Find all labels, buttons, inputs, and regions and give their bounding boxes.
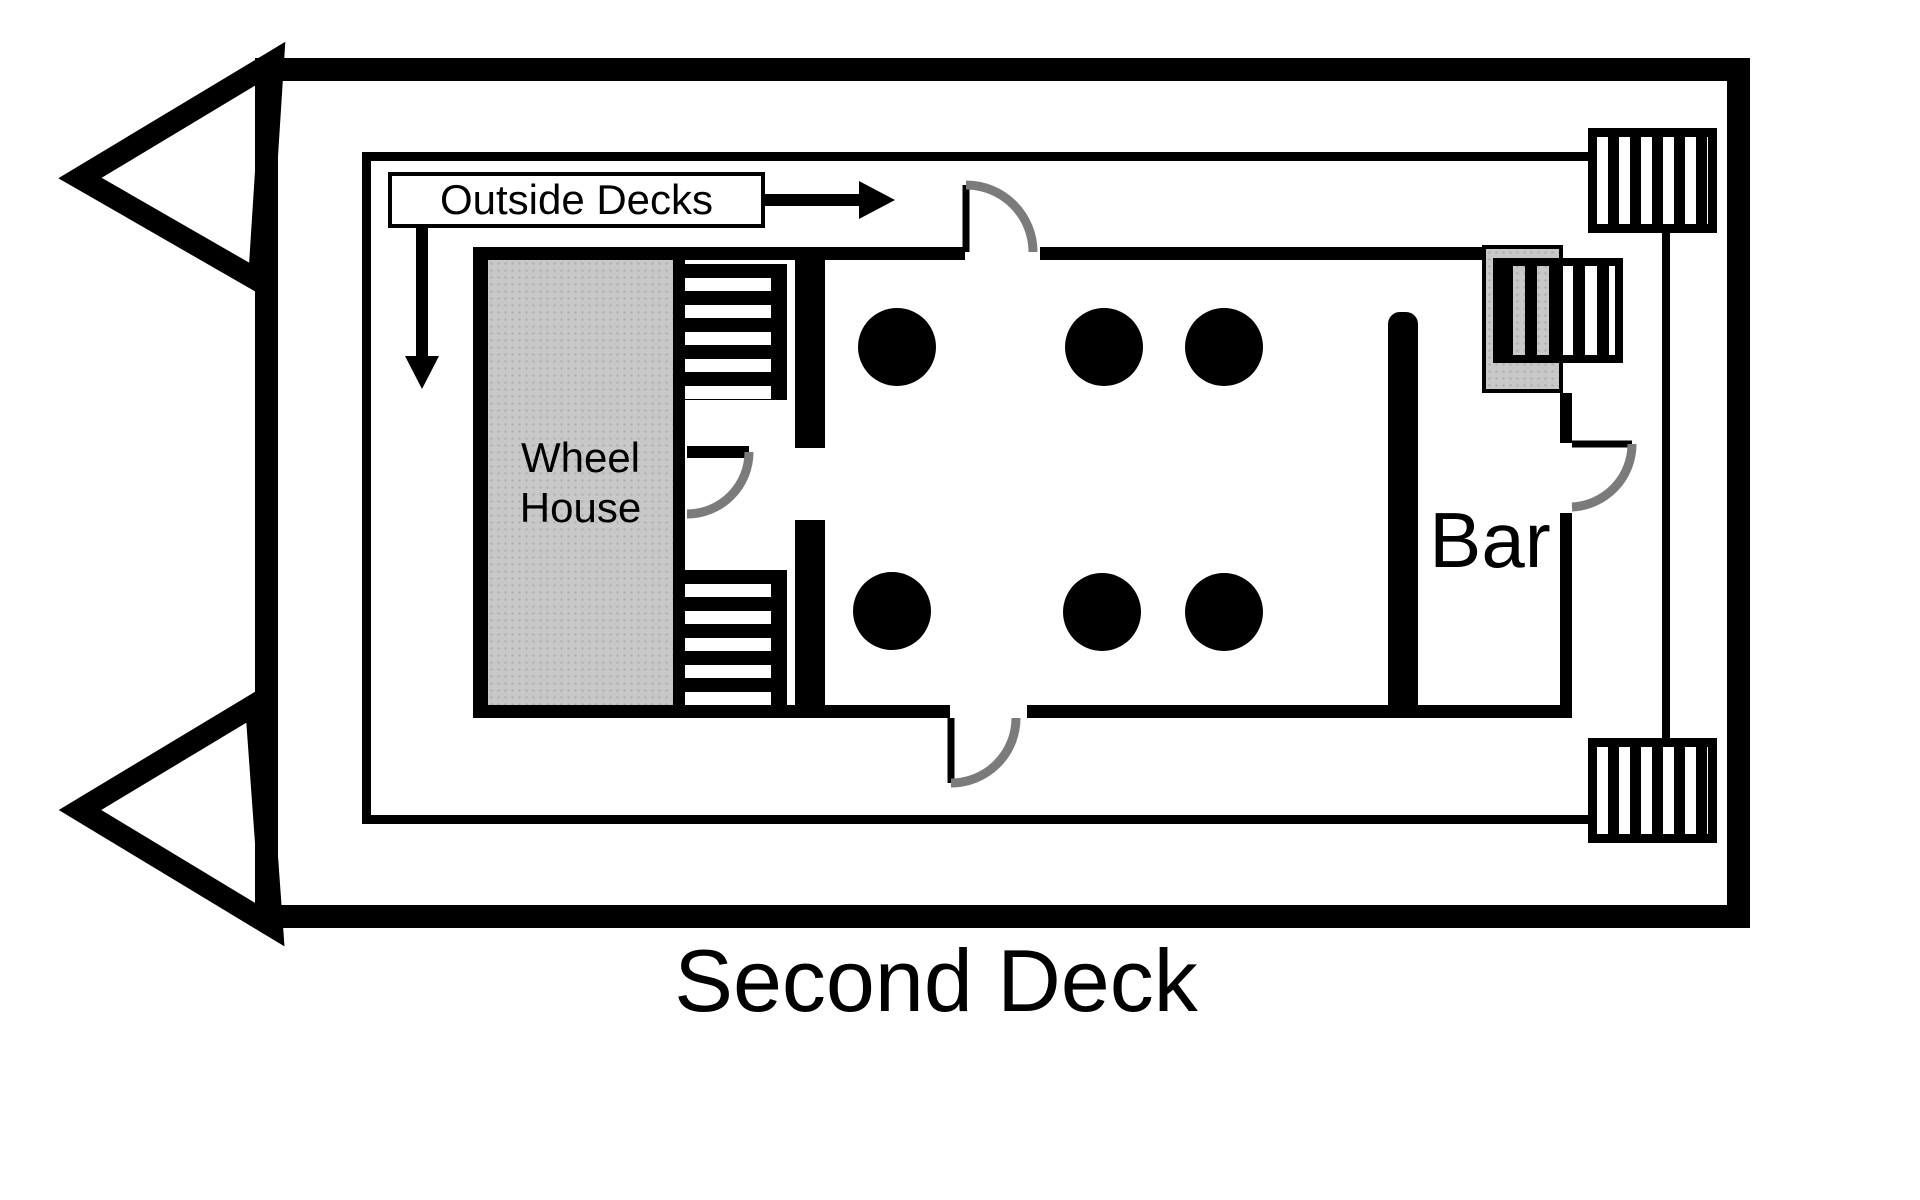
door-top-center: [962, 180, 1038, 253]
page-title: Second Deck: [674, 931, 1198, 1030]
arrow-right-head-icon: [859, 181, 895, 219]
arrow-down-shaft-icon: [416, 228, 428, 357]
table-icon: [1063, 573, 1141, 651]
bar-label: Bar: [1429, 495, 1551, 584]
hull-outline: [255, 58, 1750, 928]
stairs-upper-interior-icon: [685, 264, 771, 400]
table-icon: [853, 572, 931, 650]
cabin-wall-right-lower-segment: [1560, 513, 1572, 718]
arrow-down-head-icon: [405, 356, 439, 389]
wheel-house-label-line2: House: [519, 483, 642, 531]
bar-label-container: Bar: [1414, 496, 1566, 584]
stairs-cabin-corner-icon: [1493, 258, 1623, 363]
inner-deck-line-bottom: [362, 815, 1588, 824]
interior-wall-lower-segment: [795, 520, 825, 718]
stairs-outer-bottom-right-icon: [1588, 738, 1717, 843]
table-icon: [1185, 573, 1263, 651]
door-bar-side: [1571, 440, 1637, 512]
bar-counter-wall: [1388, 312, 1418, 713]
stairs-outer-top-right-icon: [1588, 128, 1717, 233]
door-swing-arc: [965, 180, 1038, 253]
interior-wall-upper-segment: [795, 258, 825, 448]
cabin-wall-right-upper-segment: [1560, 393, 1572, 443]
door-swing-arc: [1571, 443, 1637, 512]
stairs-lower-interior-icon: [685, 570, 771, 705]
inner-deck-line-right: [1662, 233, 1670, 738]
door-swing-arc: [950, 717, 1021, 788]
arrow-right-shaft-icon: [765, 194, 859, 206]
inner-deck-line-top: [362, 152, 1588, 161]
cabin-wall-top-left-segment: [473, 247, 965, 260]
stairs-lower-interior-endcap: [771, 570, 787, 705]
outside-decks-label: Outside Decks: [439, 176, 714, 223]
table-icon: [1185, 308, 1263, 386]
outside-decks-label-box: Outside Decks: [388, 172, 765, 228]
wheel-house-room: Wheel House: [488, 260, 673, 705]
cabin-wall-bottom-left-segment: [473, 705, 950, 718]
cabin-wall-left: [473, 247, 488, 718]
door-bottom-center: [947, 717, 1021, 788]
inner-deck-line-left: [362, 152, 371, 824]
stairs-upper-interior-endcap: [771, 264, 787, 400]
table-icon: [858, 308, 936, 386]
cabin-wall-bottom-right-segment: [1027, 705, 1572, 718]
door-swing-arc: [686, 451, 754, 519]
table-icon: [1065, 308, 1143, 386]
wheel-house-right-wall: [673, 247, 685, 718]
cabin-wall-top-right-segment: [1040, 247, 1482, 260]
wheel-house-label-line1: Wheel: [520, 433, 641, 481]
door-wheel-house-vestibule: [686, 446, 754, 519]
